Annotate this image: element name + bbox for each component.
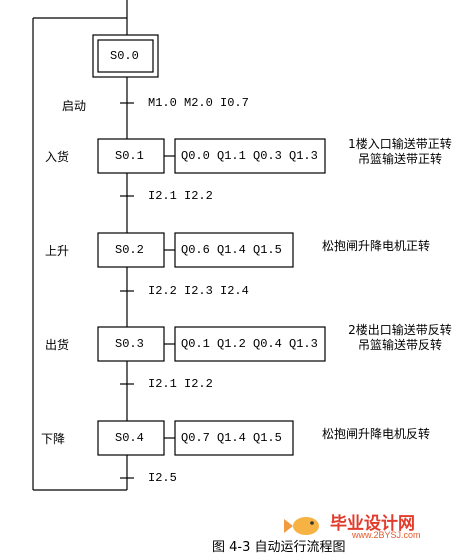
step-note: 松抱闸升降电机反转 — [306, 427, 446, 442]
action-box — [174, 420, 294, 456]
transition-condition: I2.5 — [148, 471, 177, 485]
transition-condition: I2.1 I2.2 — [148, 377, 213, 391]
step-id: S0.2 — [115, 243, 144, 257]
note-line: 吊篮输送带正转 — [357, 152, 442, 166]
step-actions: Q0.6 Q1.4 Q1.5 — [181, 243, 282, 257]
action-box — [174, 232, 294, 268]
step-actions: Q0.0 Q1.1 Q0.3 Q1.3 — [181, 149, 318, 163]
step-id: S0.1 — [115, 149, 144, 163]
watermark-url: www.2BYSJ.com — [352, 530, 421, 540]
step-note: 松抱闸升降电机正转 — [306, 239, 446, 254]
initial-step-inner — [97, 39, 154, 73]
step-actions: Q0.7 Q1.4 Q1.5 — [181, 431, 282, 445]
step-side-label: 出货 — [45, 338, 70, 352]
step-id: S0.4 — [115, 431, 144, 445]
step-box — [97, 138, 165, 174]
step-box — [97, 232, 165, 268]
step-side-label: 下降 — [41, 432, 66, 446]
step-box — [97, 326, 165, 362]
transition-side-label: 启动 — [62, 99, 87, 113]
transition-condition: I2.1 I2.2 — [148, 189, 213, 203]
step-side-label: 入货 — [45, 150, 70, 164]
transition-condition: I2.2 I2.3 I2.4 — [148, 284, 249, 298]
step-id-initial: S0.0 — [110, 49, 139, 63]
figure-caption: 图 4-3 自动运行流程图 — [212, 540, 346, 555]
watermark-text: 毕业设计网 — [330, 514, 415, 534]
note-line: 2楼出口输送带反转 — [348, 323, 452, 337]
action-box — [174, 326, 326, 362]
transition-condition: M1.0 M2.0 I0.7 — [148, 96, 249, 110]
note-line: 松抱闸升降电机反转 — [321, 427, 430, 441]
note-line: 1楼入口输送带正转 — [348, 137, 452, 151]
watermark-logo — [284, 517, 319, 535]
step-note: 2楼出口输送带反转 吊篮输送带反转 — [334, 323, 466, 353]
step-side-label: 上升 — [45, 244, 70, 258]
step-id: S0.3 — [115, 337, 144, 351]
step-actions: Q0.1 Q1.2 Q0.4 Q1.3 — [181, 337, 318, 351]
action-box — [174, 138, 326, 174]
note-line: 松抱闸升降电机正转 — [321, 239, 430, 253]
step-note: 1楼入口输送带正转 吊篮输送带正转 — [334, 137, 466, 167]
step-box — [97, 420, 165, 456]
note-line: 吊篮输送带反转 — [357, 338, 442, 352]
